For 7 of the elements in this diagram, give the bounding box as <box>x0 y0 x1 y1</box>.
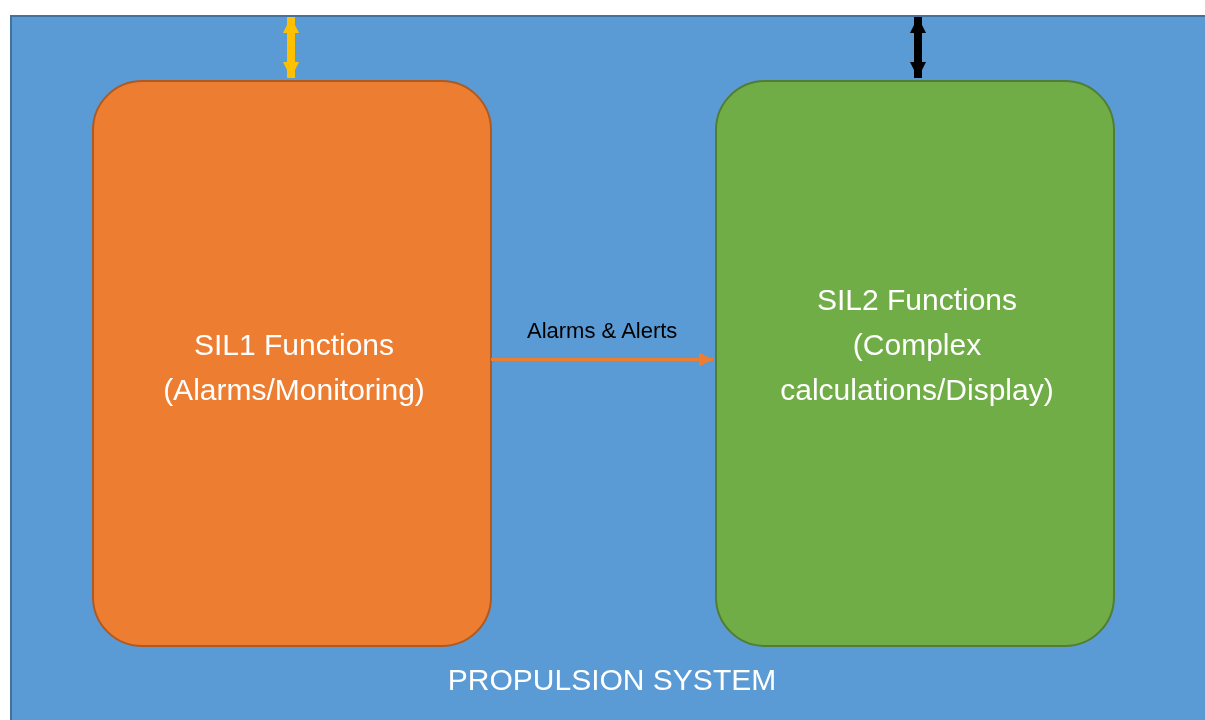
arrow <box>491 352 713 367</box>
system-panel <box>10 15 1205 720</box>
function-box <box>92 80 492 647</box>
function-label: SIL1 Functions (Alarms/Monitoring) <box>162 327 426 408</box>
function-label: SIL2 Functions (Complex calculations/Display) <box>779 282 1055 408</box>
system-label: PROPULSION SYSTEM <box>446 662 778 698</box>
function-box <box>715 80 1115 647</box>
